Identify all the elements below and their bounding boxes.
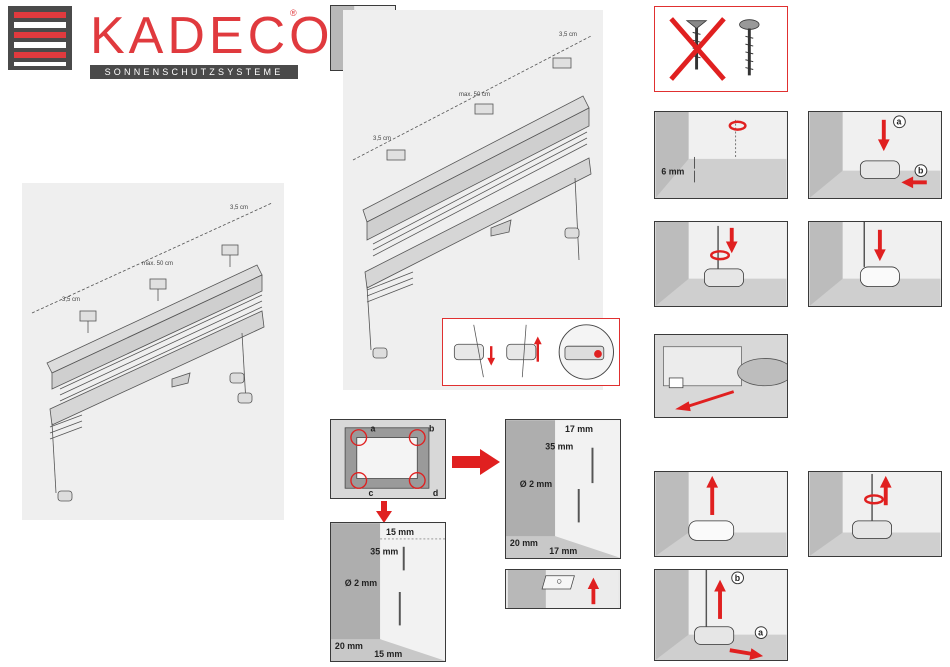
step-mark-a-2: a (758, 628, 763, 638)
dim-35-vertical-2: 35 mm (545, 442, 573, 452)
step-screw-panel (654, 221, 788, 307)
corner-mark-b: b (429, 424, 434, 434)
drill-diameter-label: Ø 2 mm (345, 578, 378, 588)
logo-tagline: SONNENSCHUTZSYSTEME (90, 65, 298, 79)
dim-max-spacing: max. 50 cm (142, 261, 173, 267)
step-press-panel (808, 221, 942, 307)
dim-max-spacing-2: max. 50 cm (459, 92, 490, 98)
corner-mark-c: c (369, 488, 374, 498)
drill-detail-17-panel: 17 mm 35 mm Ø 2 mm 20 mm 17 mm (505, 419, 621, 559)
blind-overview-diagram: 3,5 cm max. 50 cm 3,5 cm (22, 183, 284, 520)
brand-logo: KADECO ® SONNENSCHUTZSYSTEME (8, 6, 300, 74)
dim-edge-left-2: 3,5 cm (373, 136, 391, 142)
arrow-right-icon (452, 449, 500, 475)
screw-crossed-icon (671, 19, 724, 80)
window-corners-panel: a b c d (330, 419, 446, 499)
dim-15-bottom: 15 mm (374, 649, 402, 659)
logo-wordmark: KADECO (90, 10, 334, 62)
step-unscrew-panel (808, 471, 942, 557)
dim-17-bottom: 17 mm (549, 546, 577, 556)
step-mark-b-2: b (735, 573, 741, 583)
dim-15-vertical: 15 mm (386, 527, 414, 537)
dim-17-vertical: 17 mm (565, 424, 593, 434)
step-clip-insert-panel: a b (808, 111, 942, 199)
dim-20-offset-2: 20 mm (510, 538, 538, 548)
drill-diameter-label-2: Ø 2 mm (520, 479, 553, 489)
screw-warning-panel (654, 6, 788, 92)
cord-clip-detail-panel (442, 318, 620, 386)
corner-mark-d: d (433, 488, 438, 498)
step-clip-height-panel: 6 mm (654, 111, 788, 199)
dim-35-vertical: 35 mm (370, 547, 398, 557)
step-mark-a: a (897, 117, 902, 127)
screw-ok-icon (740, 20, 760, 76)
dim-edge-right-2: 3,5 cm (559, 32, 577, 38)
corner-mark-a: a (370, 424, 375, 434)
clip-height-label: 6 mm (661, 167, 684, 177)
drill-detail-15-panel: 15 mm 35 mm Ø 2 mm 20 mm 15 mm (330, 522, 446, 662)
arrow-down-icon (376, 501, 392, 523)
logo-registered-mark: ® (290, 8, 297, 18)
step-slide-panel (654, 334, 788, 418)
dim-20-offset: 20 mm (335, 641, 363, 651)
arrow-down-icon (487, 346, 495, 365)
step-release-panel: b a (654, 569, 788, 661)
dim-edge-right: 3,5 cm (230, 205, 248, 211)
logo-emblem-icon (8, 6, 72, 70)
dim-edge-left: 3,5 cm (62, 297, 80, 303)
bracket-mount-panel (505, 569, 621, 609)
step-remove-panel (654, 471, 788, 557)
step-mark-b: b (918, 166, 923, 176)
